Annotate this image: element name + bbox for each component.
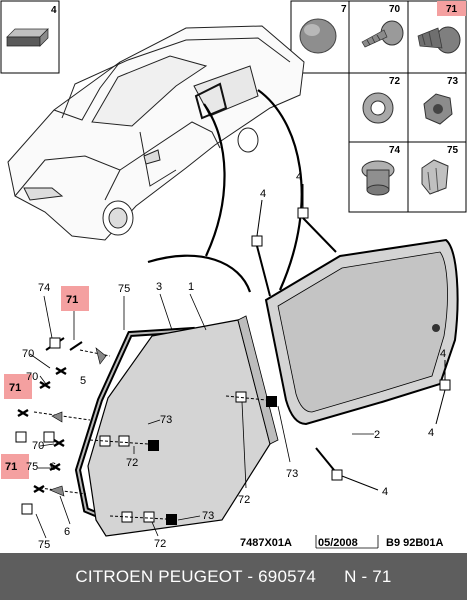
label-4-c: 4: [440, 348, 446, 360]
label-73-b: 73: [286, 468, 298, 480]
label-73-a: 73: [160, 414, 172, 426]
rear-glass-assembly: [264, 238, 459, 426]
label-70-c: 70: [32, 440, 44, 452]
grid-label-70: 70: [389, 4, 401, 15]
label-4-e: 4: [382, 486, 388, 498]
date-code: 05/2008: [318, 537, 358, 549]
right-part4-markers: [251, 184, 451, 491]
label-71-c: 71: [5, 461, 17, 473]
part-4-box-label: 4: [51, 5, 57, 16]
label-75-b: 75: [26, 461, 38, 473]
label-5: 5: [80, 375, 86, 387]
marker-73-a: [148, 440, 159, 451]
label-4-a: 4: [296, 171, 302, 183]
nut-icon: [423, 93, 453, 125]
grid-label-7: 7: [341, 4, 347, 15]
footer-code: N - 71: [344, 566, 392, 586]
label-4-d: 4: [428, 427, 434, 439]
push-clip-icon: [417, 26, 461, 54]
marker-72-c: [143, 511, 155, 523]
label-4-b: 4: [260, 188, 266, 200]
fasteners-grid: 7 70 71 72 73 74 75: [290, 0, 467, 213]
marker-72-a: [118, 435, 130, 447]
marker-73-c: [166, 514, 177, 525]
label-71-b: 71: [9, 382, 21, 394]
ref-code: 7487X01A: [240, 537, 292, 549]
left-clips: [15, 337, 111, 515]
part-4-box: 4: [0, 0, 60, 74]
expansion-nut-icon: [421, 159, 449, 195]
grid-label-75: 75: [447, 145, 459, 156]
grommet-icon: [361, 160, 395, 196]
highlight-71-c: [1, 454, 29, 479]
label-75-a: 75: [118, 283, 130, 295]
marker-73-b: [266, 396, 277, 407]
label-75-c: 75: [38, 539, 50, 551]
highlight-71-b: [4, 374, 32, 399]
van-leaders: [147, 89, 303, 293]
label-72-c: 72: [154, 538, 166, 550]
code-row: 7487X01A 05/2008 B9 92B01A: [240, 535, 444, 549]
label-73-c: 73: [202, 510, 214, 522]
callout-labels: 74 71 75 3 1 4 4 70 5 70 71 4 2 4 70 73 …: [5, 171, 446, 551]
grid-label-72: 72: [389, 76, 401, 87]
foam-pad-icon: [6, 28, 49, 47]
van-illustration: [7, 25, 305, 241]
screw-icon: [361, 20, 404, 48]
variant-code: B9 92B01A: [386, 537, 444, 549]
fastener-markers: [89, 391, 277, 525]
footer-bar: CITROEN PEUGEOT - 690574 N - 71: [0, 553, 467, 600]
label-2: 2: [374, 429, 380, 441]
label-72-b: 72: [238, 494, 250, 506]
highlight-71-a: [61, 286, 89, 311]
front-glass-assembly: [87, 315, 279, 537]
grid-label-74: 74: [389, 145, 401, 156]
label-74: 74: [38, 282, 50, 294]
label-70-a: 70: [22, 348, 34, 360]
grid-label-73: 73: [447, 76, 459, 87]
grid-label-71: 71: [446, 4, 458, 15]
callout-leaders: [29, 293, 374, 539]
parts-diagram: 4 7 70 71 72 73 74 75: [0, 0, 467, 551]
label-1: 1: [188, 281, 194, 293]
label-6-a: 6: [50, 461, 56, 473]
label-70-b: 70: [26, 371, 38, 383]
highlight-71-grid: [437, 1, 466, 16]
plug-cap-icon: [299, 18, 337, 54]
label-71-a: 71: [66, 294, 78, 306]
label-3: 3: [156, 281, 162, 293]
washer-icon: [362, 92, 394, 124]
label-6-b: 6: [64, 526, 70, 538]
label-72-a: 72: [126, 457, 138, 469]
footer-label: CITROEN PEUGEOT - 690574: [75, 566, 317, 586]
